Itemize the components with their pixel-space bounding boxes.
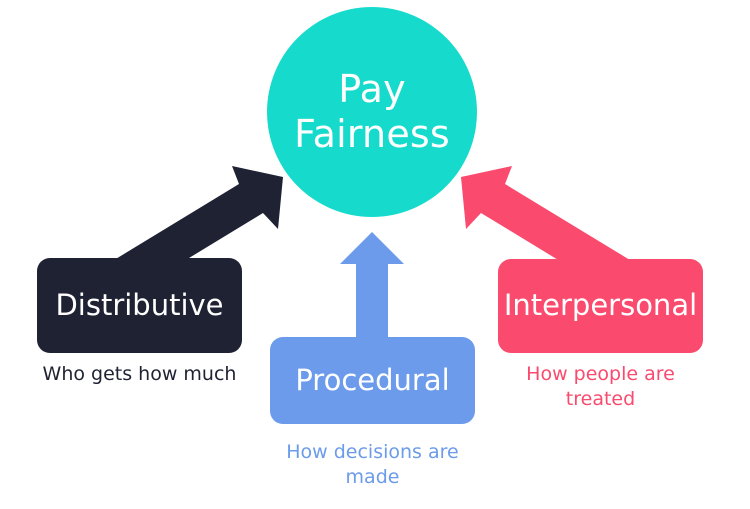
pillar-caption-interpersonal: How people are treated: [526, 363, 675, 411]
hub-label: Pay Fairness: [294, 67, 450, 156]
pillar-title-interpersonal: Interpersonal: [503, 288, 698, 323]
pillar-box-procedural[interactable]: Procedural: [270, 337, 475, 424]
pay-fairness-hub: Pay Fairness: [267, 7, 477, 217]
pillar-caption-distributive: Who gets how much: [42, 363, 237, 385]
procedural-arrow-icon: [340, 232, 404, 340]
pillar-title-procedural: Procedural: [295, 362, 450, 397]
pillar-box-interpersonal[interactable]: Interpersonal: [498, 259, 703, 353]
pillar-caption-procedural: How decisions are made: [286, 441, 459, 489]
pillar-box-distributive[interactable]: Distributive: [37, 258, 242, 353]
pillar-title-distributive: Distributive: [55, 287, 224, 322]
